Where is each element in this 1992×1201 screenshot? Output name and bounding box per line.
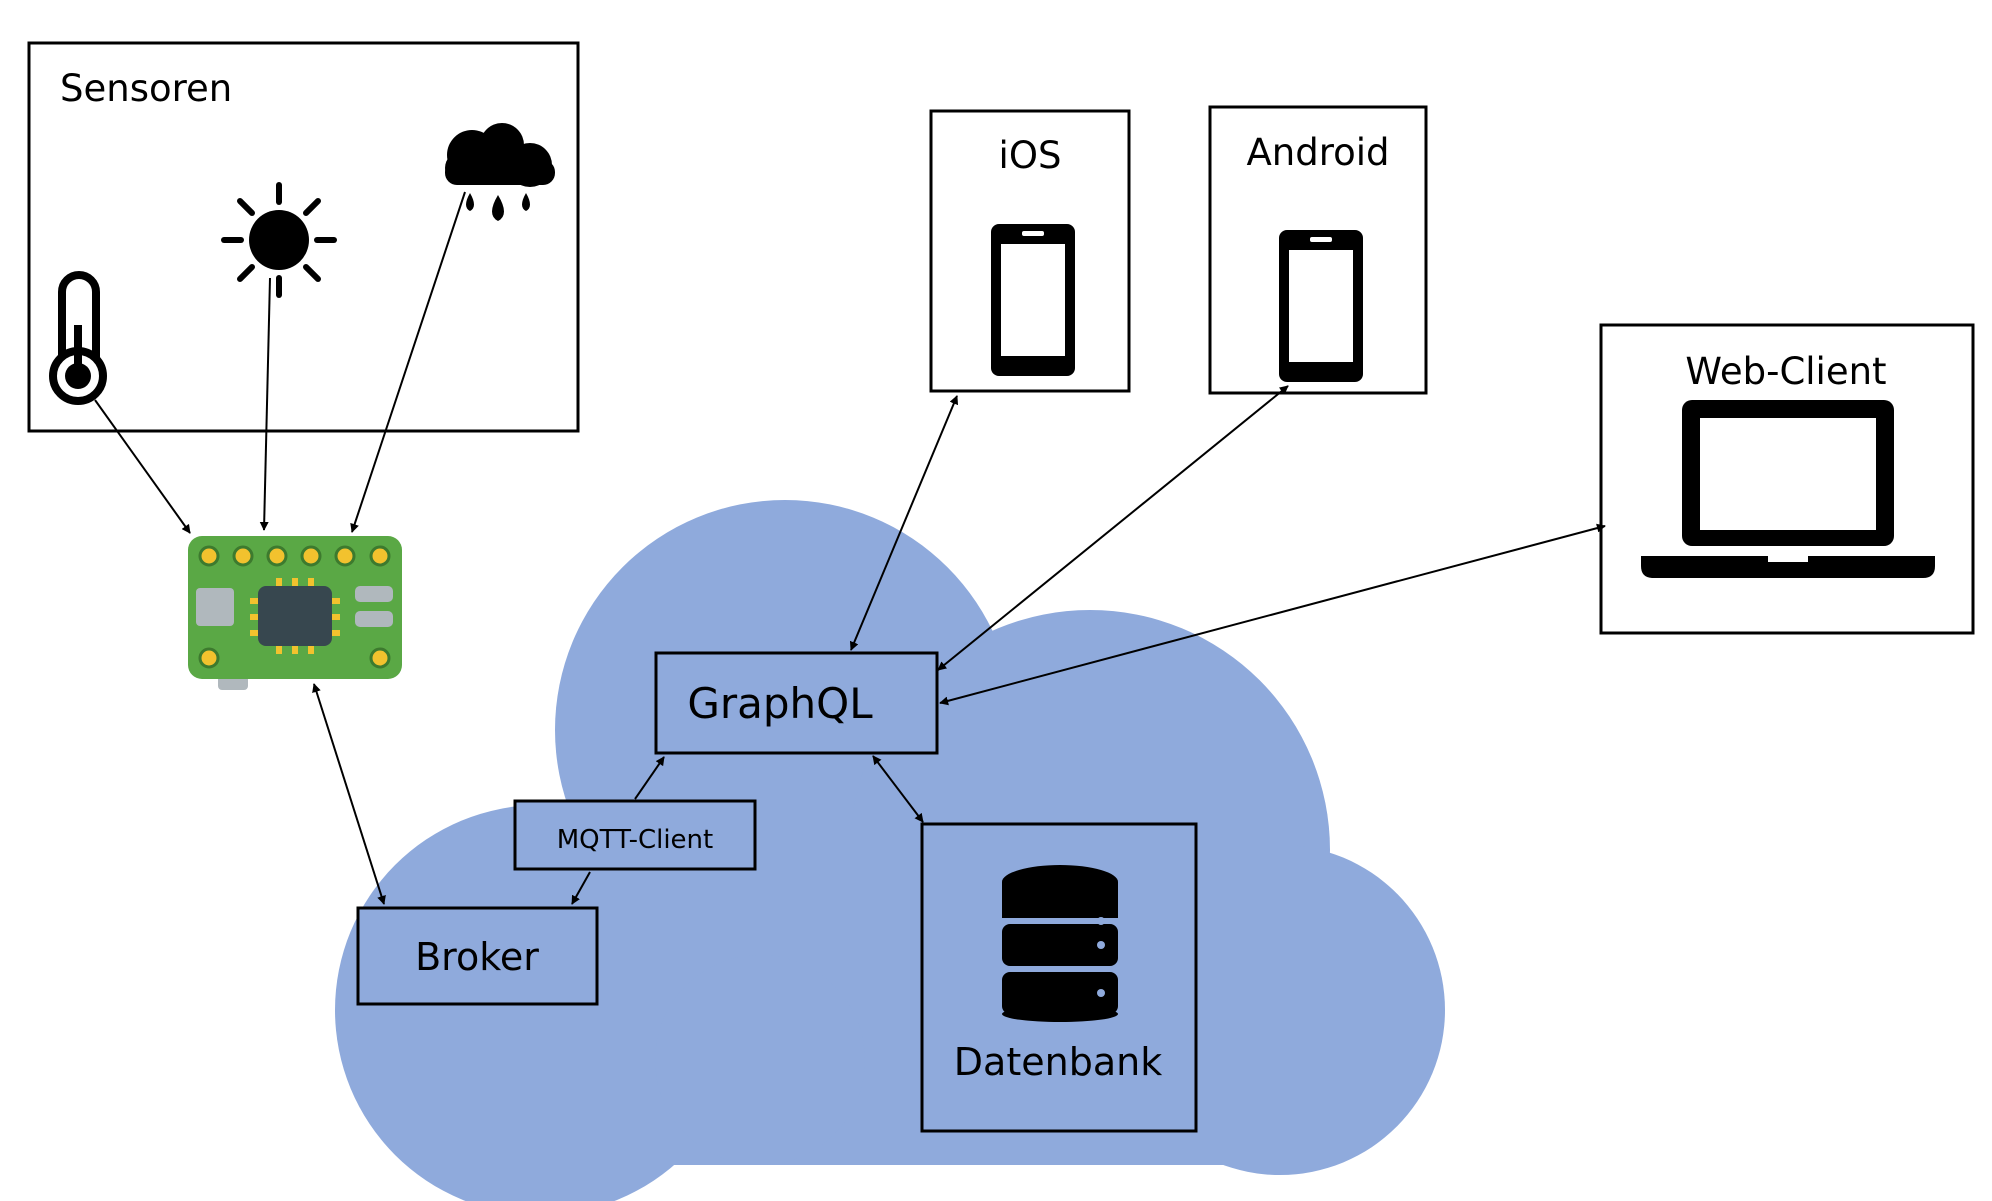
smartphone-icon [1279, 230, 1363, 382]
ios-label: iOS [999, 134, 1062, 177]
laptop-icon [1641, 400, 1935, 578]
broker-label: Broker [415, 935, 539, 979]
sensors-title: Sensoren [60, 67, 232, 110]
arrow-graphql-webclient [939, 523, 1606, 706]
arrow-sun-to-board [259, 277, 271, 531]
web-client-label: Web-Client [1685, 350, 1886, 393]
arrow-mqtt-graphql [634, 756, 665, 800]
database-icon [1002, 865, 1118, 1022]
arrow-rain-to-board [350, 191, 466, 533]
graphql-node: GraphQL [654, 651, 939, 755]
database-label: Datenbank [954, 1040, 1162, 1084]
mqtt-client-node: MQTT-Client [513, 799, 757, 871]
arrow-graphql-database [872, 755, 924, 823]
arrow-mqtt-broker [571, 871, 591, 905]
connections [94, 191, 1606, 905]
rain-cloud-icon [445, 123, 555, 221]
smartphone-icon [991, 224, 1075, 376]
cloud-shape [335, 500, 1445, 1201]
sun-icon [221, 182, 337, 298]
web-client: Web-Client [1599, 323, 1975, 635]
thermometer-icon [49, 271, 107, 405]
mqtt-client-label: MQTT-Client [557, 825, 713, 855]
ios-client: iOS [929, 109, 1131, 393]
arrow-thermometer-to-board [94, 399, 191, 534]
graphql-label: GraphQL [687, 679, 873, 728]
broker-node: Broker [356, 906, 599, 1006]
sensors-panel: Sensoren [27, 41, 580, 433]
android-label: Android [1246, 131, 1389, 174]
microcontroller-board-icon [188, 536, 402, 690]
arrow-board-broker [312, 683, 386, 905]
android-client: Android [1208, 105, 1428, 395]
database-node: Datenbank [920, 822, 1198, 1133]
